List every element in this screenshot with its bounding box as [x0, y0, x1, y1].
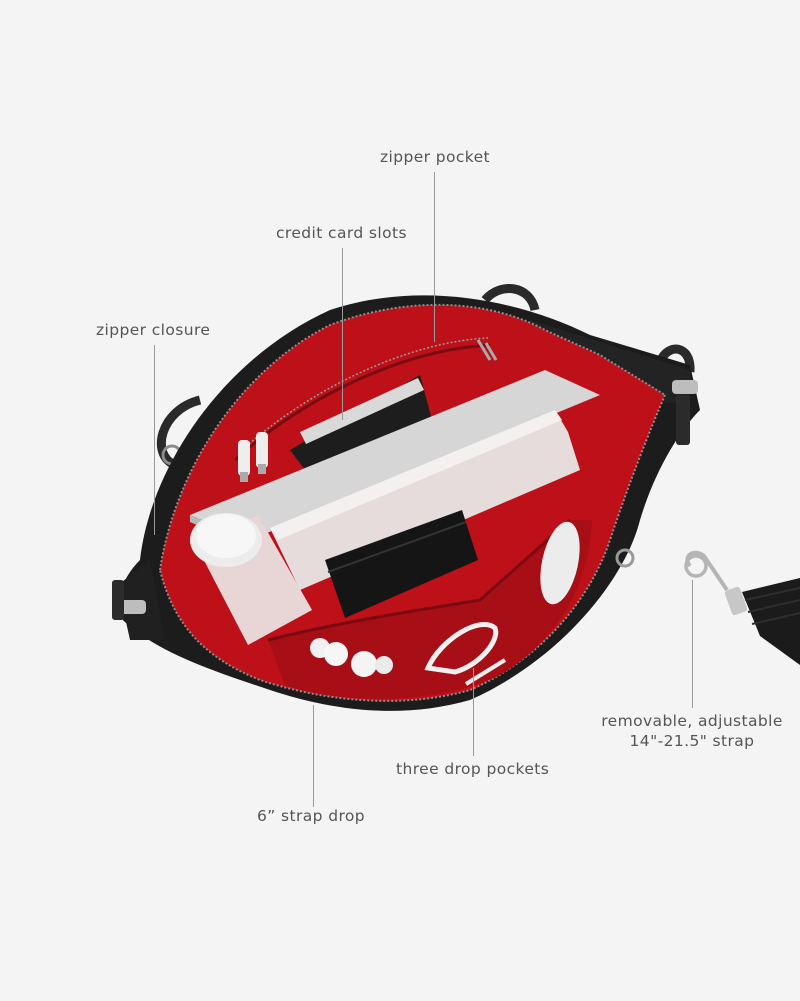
credit-card-slots-leader: [342, 248, 343, 420]
label-three-drop-pockets: three drop pockets: [396, 760, 550, 778]
strap-drop-leader: [313, 705, 314, 807]
label-zipper-pocket: zipper pocket: [380, 148, 491, 166]
label-removable-strap-line2: 14"-21.5" strap: [629, 732, 755, 750]
drop-pockets-leader: [473, 668, 474, 756]
label-removable-strap-line1: removable, adjustable: [601, 712, 783, 730]
pens: [238, 432, 268, 482]
detached-strap: [684, 550, 800, 665]
notebook: [270, 410, 580, 590]
wallet: [325, 510, 478, 618]
label-zipper-closure: zipper closure: [96, 321, 211, 339]
water-bottle: [190, 513, 312, 645]
zipper-pocket-leader: [434, 172, 435, 342]
label-credit-card-slots: credit card slots: [276, 224, 407, 242]
card-holder: [290, 375, 432, 470]
strap-leader: [692, 580, 693, 708]
zipper-closure-leader: [154, 345, 155, 535]
label-strap-drop: 6” strap drop: [257, 807, 366, 825]
label-removable-strap: removable, adjustable 14"-21.5" strap: [596, 711, 788, 751]
drop-pockets: [267, 518, 592, 699]
